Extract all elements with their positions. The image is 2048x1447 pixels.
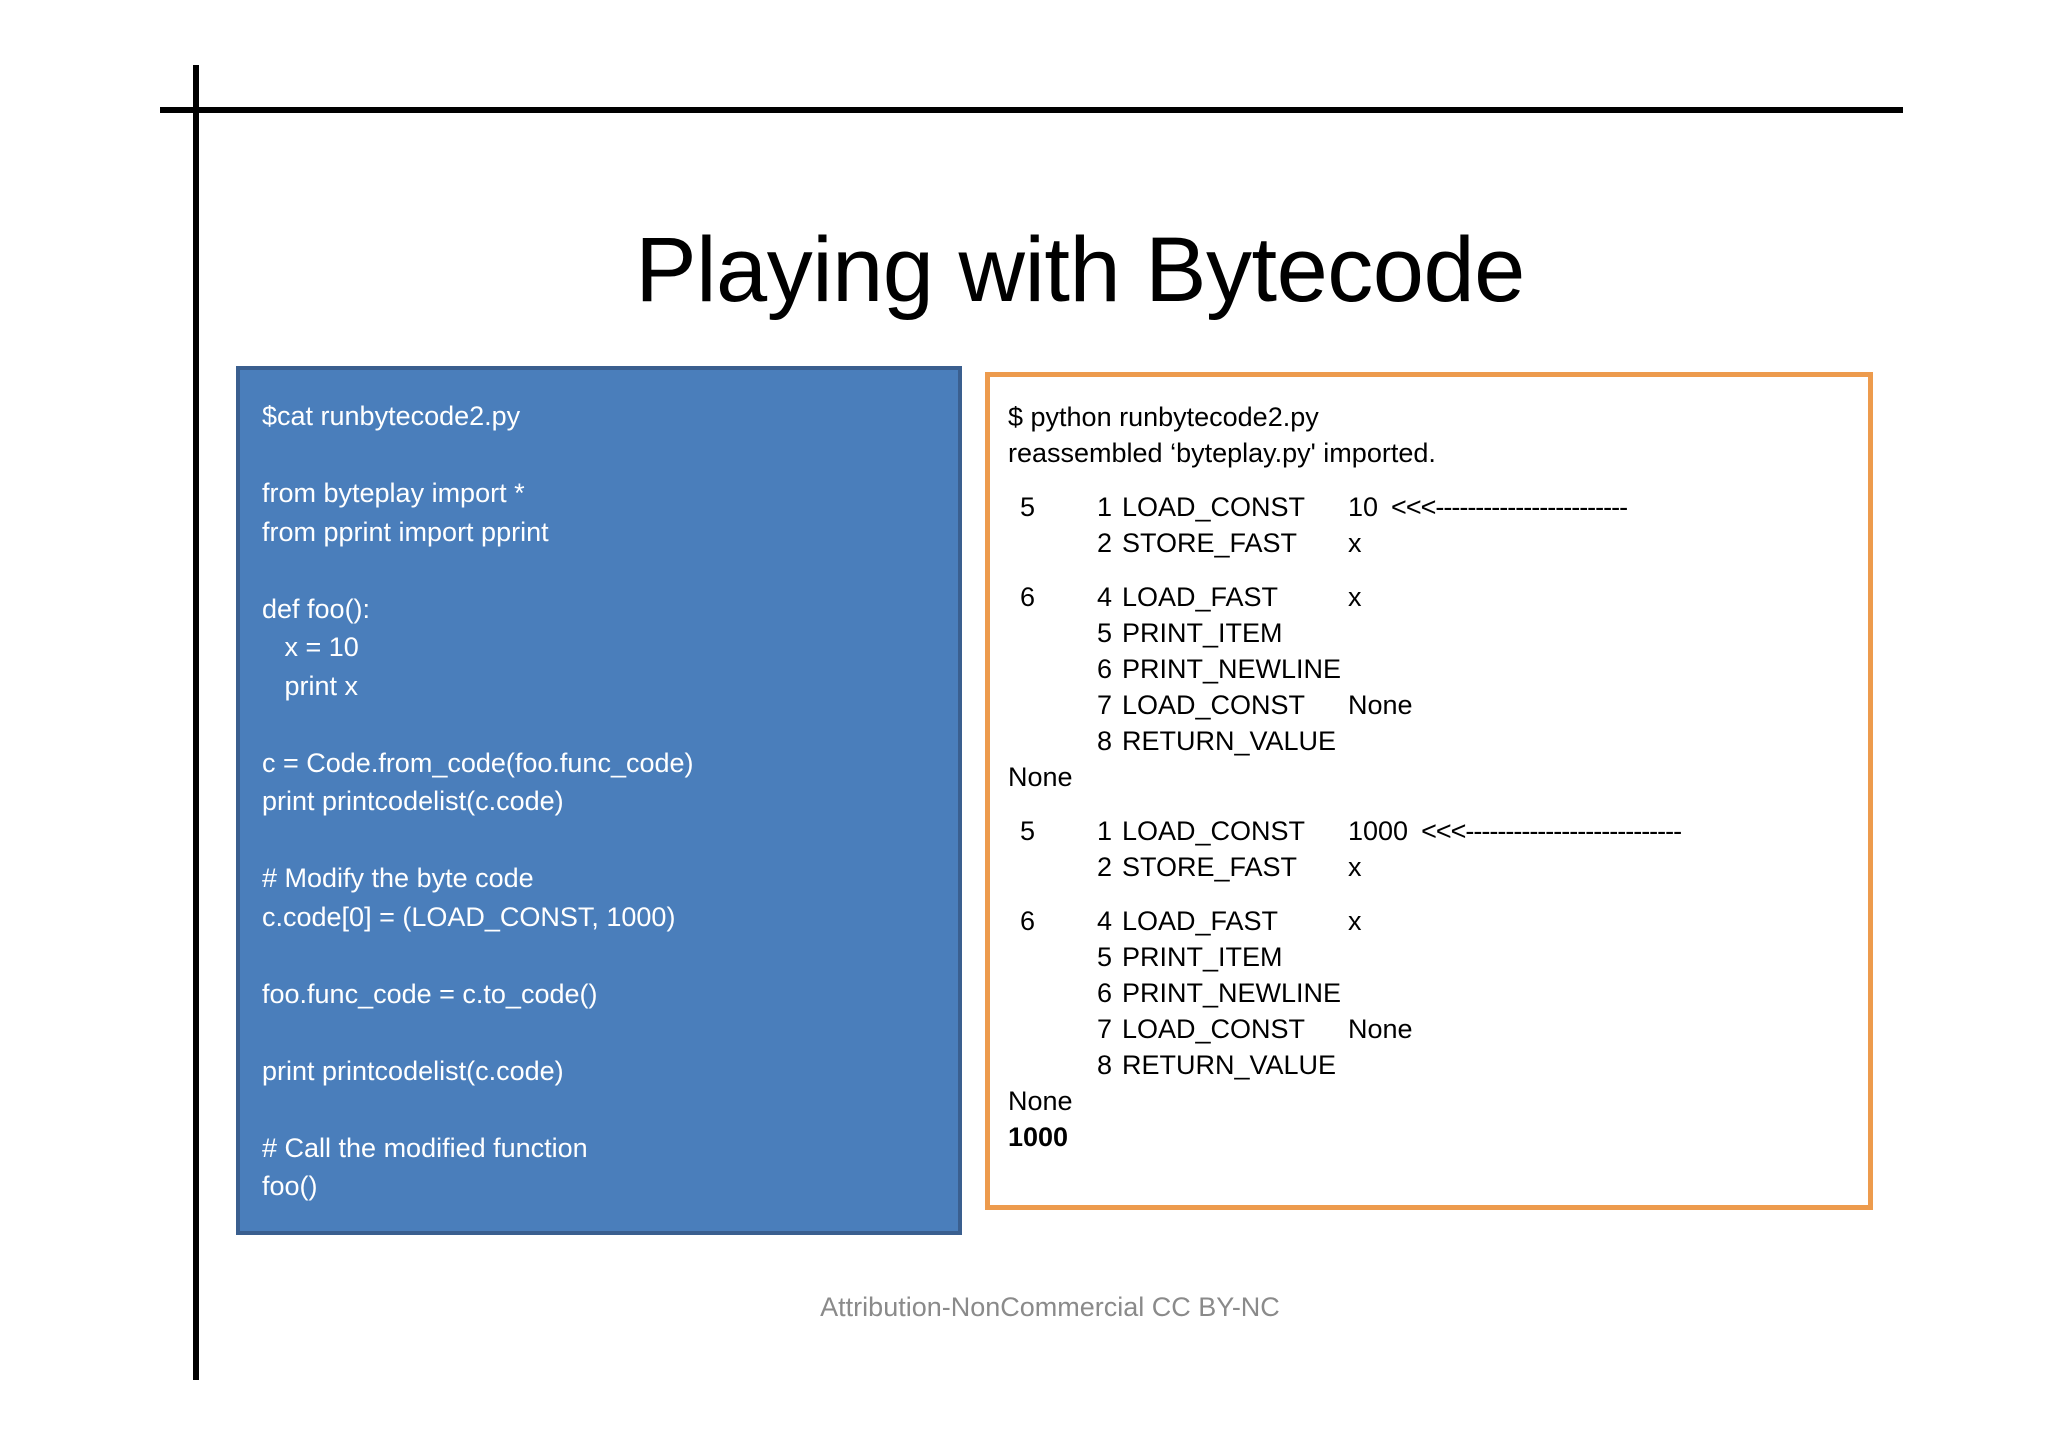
bytecode-offset: 8 — [1096, 726, 1112, 756]
code-line: c = Code.from_code(foo.func_code) — [262, 747, 694, 778]
code-line: $cat runbytecode2.py — [262, 401, 521, 431]
bytecode-offset: 6 — [1096, 978, 1112, 1008]
bytecode-instruction-row: 5 PRINT_ITEM — [1008, 615, 1868, 651]
bytecode-argument: x — [1348, 528, 1362, 558]
bytecode-offset: 6 — [1096, 654, 1112, 684]
bytecode-instruction-row: 6 4 LOAD_FAST x — [1008, 579, 1868, 615]
bytecode-instruction-row: 8 RETURN_VALUE — [1008, 723, 1868, 759]
output-return-value: None — [1008, 1086, 1073, 1116]
terminal-output-panel: $ python runbytecode2.py reassembled ‘byt… — [985, 372, 1873, 1210]
bytecode-argument: x — [1348, 852, 1362, 882]
code-line: print printcodelist(c.code) — [262, 786, 564, 816]
bytecode-opname: PRINT_ITEM — [1122, 618, 1283, 648]
bytecode-instruction-row: 5 1 LOAD_CONST 10 <<<----------------------… — [1008, 489, 1868, 525]
bytecode-instruction-row: 5 1 LOAD_CONST 1000 <<<--------------------… — [1008, 813, 1868, 849]
output-header-line: reassembled ‘byteplay.py' imported. — [1008, 438, 1436, 468]
code-line: print x — [262, 670, 359, 701]
bytecode-highlight-arrow: <<<--------------------------- — [1408, 816, 1682, 846]
bytecode-opname: LOAD_CONST — [1122, 816, 1306, 846]
bytecode-argument: x — [1348, 582, 1362, 612]
bytecode-argument: None — [1348, 690, 1413, 720]
bytecode-offset: 8 — [1096, 1050, 1112, 1080]
bytecode-opname: LOAD_CONST — [1122, 690, 1306, 720]
bytecode-source-lineno: 5 — [1020, 816, 1036, 846]
code-line: # Modify the byte code — [262, 863, 534, 893]
bytecode-opname: RETURN_VALUE — [1122, 1050, 1337, 1080]
bytecode-offset: 2 — [1096, 852, 1112, 882]
bytecode-offset: 7 — [1096, 1014, 1112, 1044]
code-line: foo() — [262, 1171, 318, 1201]
output-header-line: $ python runbytecode2.py — [1008, 402, 1319, 432]
bytecode-instruction-row: 6 PRINT_NEWLINE — [1008, 975, 1868, 1011]
code-line: x = 10 — [262, 632, 359, 662]
bytecode-instruction-row: 2 STORE_FAST x — [1008, 525, 1868, 561]
bytecode-opname: PRINT_ITEM — [1122, 942, 1283, 972]
bytecode-offset: 2 — [1096, 528, 1112, 558]
bytecode-offset: 5 — [1096, 942, 1112, 972]
bytecode-offset: 4 — [1096, 906, 1112, 936]
bytecode-offset: 5 — [1096, 618, 1112, 648]
bytecode-instruction-row: 6 4 LOAD_FAST x — [1008, 903, 1868, 939]
code-blank-line — [262, 936, 958, 975]
output-blank-line — [1008, 795, 1868, 813]
bytecode-opname: PRINT_NEWLINE — [1122, 978, 1342, 1008]
output-blank-line — [1008, 471, 1868, 489]
code-blank-line — [262, 821, 958, 860]
bytecode-source-lineno: 6 — [1020, 906, 1036, 936]
bytecode-opname: LOAD_FAST — [1122, 582, 1279, 612]
output-blank-line — [1008, 885, 1868, 903]
bytecode-argument: 10 — [1348, 492, 1379, 522]
code-line: c.code[0] = (LOAD_CONST, 1000) — [262, 901, 676, 932]
code-blank-line — [262, 436, 958, 475]
code-blank-line — [262, 1013, 958, 1052]
bytecode-source-lineno: 6 — [1020, 582, 1036, 612]
bytecode-opname: LOAD_FAST — [1122, 906, 1279, 936]
bytecode-argument: x — [1348, 906, 1362, 936]
code-line: from byteplay import * — [262, 478, 525, 508]
bytecode-argument: 1000 — [1348, 816, 1409, 846]
code-line: from pprint import pprint — [262, 516, 549, 547]
bytecode-opname: PRINT_NEWLINE — [1122, 654, 1342, 684]
bytecode-opname: LOAD_CONST — [1122, 492, 1306, 522]
code-blank-line — [262, 551, 958, 590]
bytecode-opname: LOAD_CONST — [1122, 1014, 1306, 1044]
bytecode-instruction-row: 8 RETURN_VALUE — [1008, 1047, 1868, 1083]
code-blank-line — [262, 705, 958, 744]
page-title: Playing with Bytecode — [635, 218, 1525, 321]
bytecode-instruction-row: 7 LOAD_CONST None — [1008, 1011, 1868, 1047]
bytecode-opname: RETURN_VALUE — [1122, 726, 1337, 756]
source-code-panel: $cat runbytecode2.py from byteplay import… — [236, 366, 962, 1235]
bytecode-instruction-row: 6 PRINT_NEWLINE — [1008, 651, 1868, 687]
bytecode-instruction-row: 7 LOAD_CONST None — [1008, 687, 1868, 723]
bytecode-opname: STORE_FAST — [1122, 852, 1298, 882]
code-blank-line — [262, 1090, 958, 1129]
code-line: foo.func_code = c.to_code() — [262, 978, 598, 1009]
bytecode-offset: 1 — [1096, 816, 1112, 846]
bytecode-offset: 4 — [1096, 582, 1112, 612]
bytecode-argument: None — [1348, 1014, 1413, 1044]
code-line: print printcodelist(c.code) — [262, 1055, 564, 1086]
bytecode-offset: 1 — [1096, 492, 1112, 522]
code-line: # Call the modified function — [262, 1132, 588, 1163]
bytecode-instruction-row: 5 PRINT_ITEM — [1008, 939, 1868, 975]
bytecode-offset: 7 — [1096, 690, 1112, 720]
license-footer: Attribution-NonCommercial CC BY-NC — [820, 1292, 1280, 1322]
decorative-vertical-rule — [193, 65, 199, 1380]
output-return-value: None — [1008, 762, 1073, 792]
bytecode-opname: STORE_FAST — [1122, 528, 1298, 558]
output-result-value: 1000 — [1008, 1122, 1069, 1152]
bytecode-source-lineno: 5 — [1020, 492, 1036, 522]
code-line: def foo(): — [262, 593, 371, 624]
output-blank-line — [1008, 561, 1868, 579]
bytecode-instruction-row: 2 STORE_FAST x — [1008, 849, 1868, 885]
bytecode-highlight-arrow: <<<------------------------ — [1378, 492, 1628, 522]
decorative-horizontal-rule — [160, 107, 1903, 113]
